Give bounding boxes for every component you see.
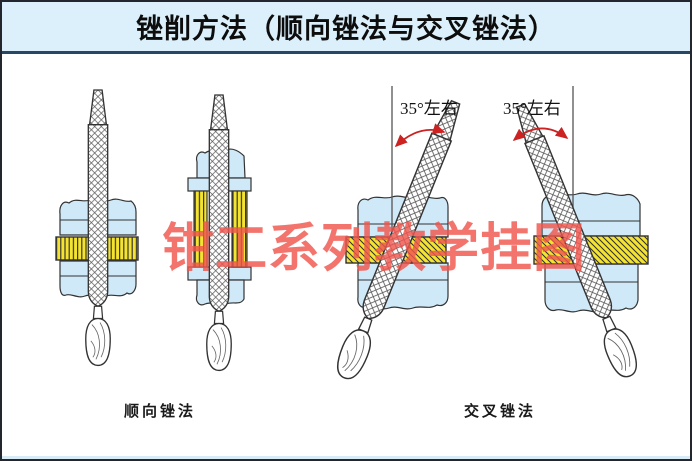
- content-area: 35°左右 35°左右 顺向锉法 交叉锉法 钳工系列教学挂图: [2, 54, 690, 456]
- angle-label-left: 35°左右: [400, 99, 458, 118]
- title-bar: 锉削方法（顺向锉法与交叉锉法）: [2, 2, 690, 54]
- caption-straight-filing: 顺向锉法: [124, 403, 197, 420]
- cross-filing-figure-left-lean: [507, 86, 649, 382]
- page-title: 锉削方法（顺向锉法与交叉锉法）: [136, 14, 556, 44]
- caption-cross-filing: 交叉锉法: [464, 403, 537, 420]
- cross-filing-figure-right-lean: [331, 86, 469, 384]
- straight-filing-figure-front: [55, 89, 139, 367]
- filing-illustrations: [55, 86, 649, 384]
- angle-arrow-left: [394, 123, 446, 148]
- angle-arrow-right: [512, 126, 569, 141]
- straight-filing-figure-side: [187, 94, 252, 372]
- angle-label-right: 35°左右: [503, 99, 561, 118]
